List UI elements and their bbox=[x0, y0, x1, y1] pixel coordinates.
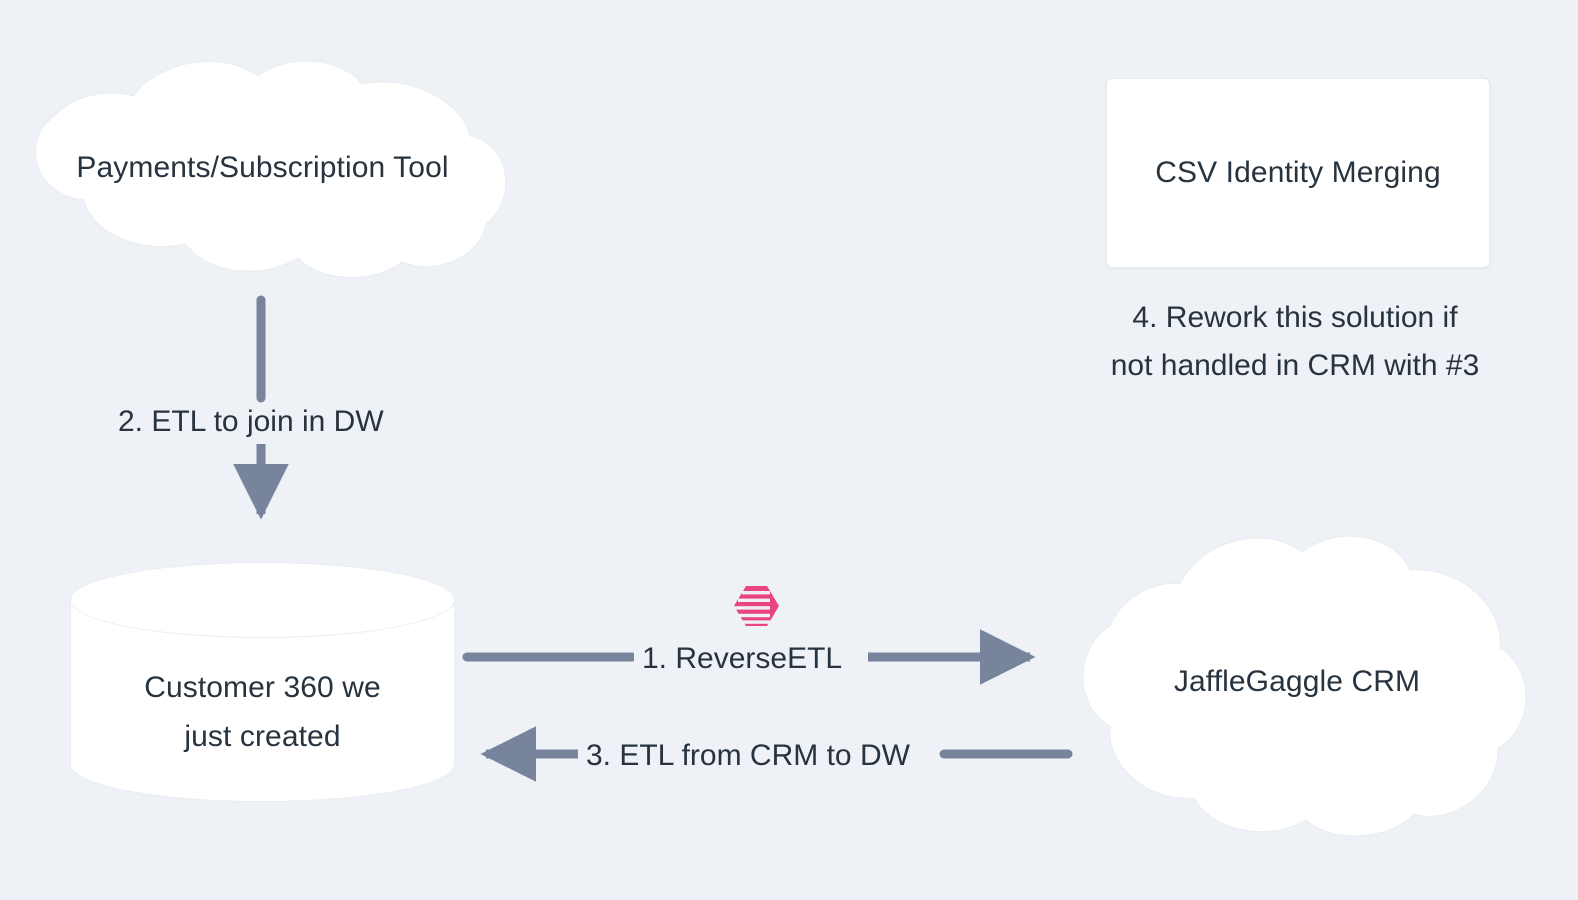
node-customer-360[interactable]: Customer 360 we just created bbox=[70, 562, 455, 802]
node-jafflegaggle-crm[interactable]: JaffleGaggle CRM bbox=[1056, 522, 1538, 842]
cloud-shape bbox=[35, 60, 507, 278]
node-payments-subscription-tool[interactable]: Payments/Subscription Tool bbox=[10, 58, 515, 278]
node-label-customer-360: Customer 360 we just created bbox=[144, 671, 381, 753]
node-csv-identity-merging[interactable]: CSV Identity Merging bbox=[1106, 78, 1490, 268]
cloud-label-container: JaffleGaggle CRM bbox=[1056, 522, 1538, 842]
annotation-rework-note: 4. Rework this solution if not handled i… bbox=[1110, 301, 1480, 382]
hightouch-logo-icon bbox=[734, 586, 780, 626]
edge-label-etl-join: 2. ETL to join in DW bbox=[110, 404, 392, 440]
cloud-label-container: Payments/Subscription Tool bbox=[10, 58, 515, 278]
edge-label-etl-from-crm: 3. ETL from CRM to DW bbox=[578, 738, 918, 774]
node-label-csv-identity-merging: CSV Identity Merging bbox=[1155, 155, 1441, 189]
hightouch-logo-svg bbox=[734, 586, 779, 626]
cylinder-top-ellipse bbox=[70, 562, 455, 638]
edge-label-reverse-etl: 1. ReverseETL bbox=[634, 641, 851, 677]
node-label-payments-tool: Payments/Subscription Tool bbox=[76, 150, 449, 184]
cylinder-label-container: Customer 360 we just created bbox=[70, 638, 455, 788]
node-label-jafflegaggle-crm: JaffleGaggle CRM bbox=[1173, 664, 1421, 698]
cloud-shape bbox=[1082, 535, 1527, 837]
